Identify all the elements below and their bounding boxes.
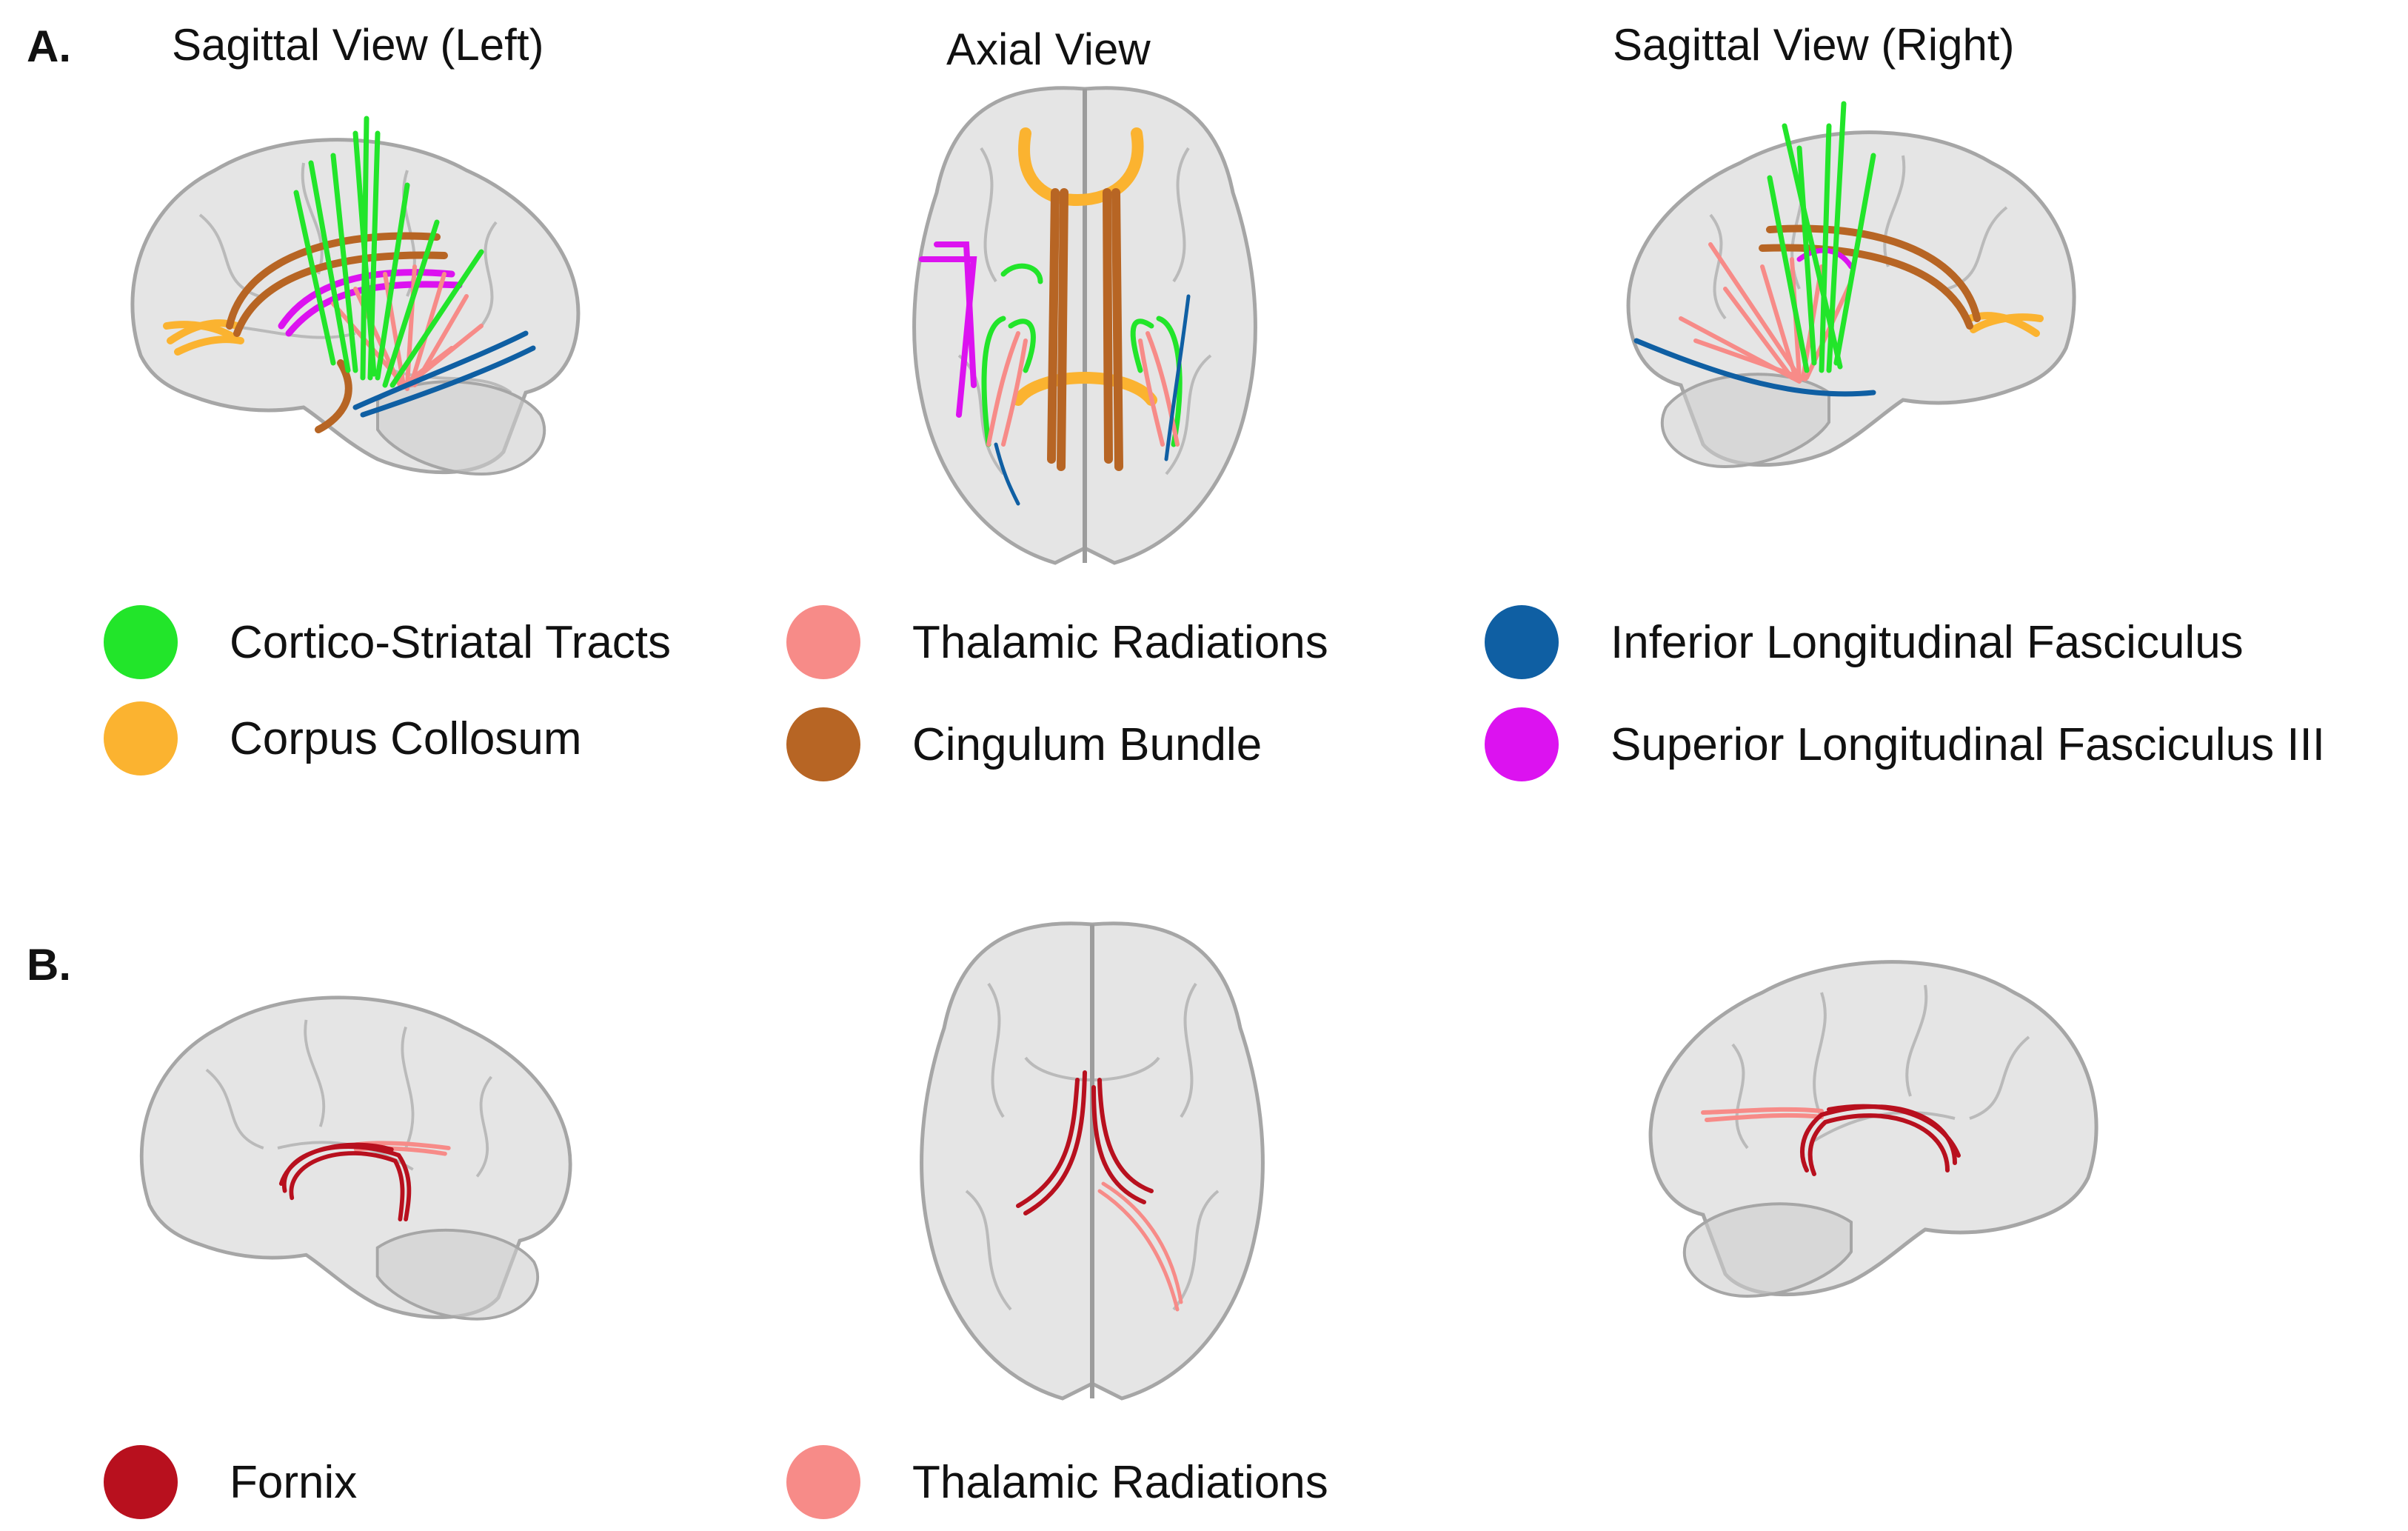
legend-item-corpus-collosum: Corpus Collosum: [104, 698, 582, 779]
legend-label: Thalamic Radiations: [912, 1456, 1328, 1508]
legend-item-slf-iii: Superior Longitudinal Fasciculus III: [1485, 704, 2325, 785]
brain-sagittal-left-b: [139, 995, 572, 1321]
legend-swatch-cingulum-bundle: [786, 707, 860, 781]
brain-sagittal-right-b: [1648, 960, 2098, 1298]
brain-axial-a: [912, 86, 1257, 565]
legend-item-cortico-striatal: Cortico-Striatal Tracts: [104, 601, 671, 683]
legend-label: Superior Longitudinal Fasciculus III: [1611, 718, 2325, 770]
title-axial: Axial View: [946, 24, 1151, 74]
brain-sagittal-right-a: [1626, 101, 2076, 469]
legend-item-cingulum-bundle: Cingulum Bundle: [786, 704, 1262, 785]
title-sagittal-left: Sagittal View (Left): [172, 20, 544, 70]
legend-item-thalamic-radiations: Thalamic Radiations: [786, 601, 1328, 683]
legend-swatch-ilf: [1485, 605, 1559, 679]
panel-label-b: B.: [27, 940, 71, 990]
legend-item-thalamic-radiations-b: Thalamic Radiations: [786, 1441, 1328, 1523]
legend-swatch-thalamic-radiations-b: [786, 1445, 860, 1519]
legend-swatch-cortico-striatal: [104, 605, 178, 679]
legend-label: Cingulum Bundle: [912, 718, 1262, 770]
legend-label: Fornix: [230, 1456, 358, 1508]
legend-swatch-slf-iii: [1485, 707, 1559, 781]
legend-label: Cortico-Striatal Tracts: [230, 616, 672, 668]
panel-label-a: A.: [27, 21, 71, 71]
legend-swatch-thalamic-radiations: [786, 605, 860, 679]
legend-swatch-fornix: [104, 1445, 178, 1519]
legend-label: Corpus Collosum: [230, 713, 582, 764]
brain-axial-b: [920, 921, 1265, 1401]
legend-label: Inferior Longitudinal Fasciculus: [1611, 616, 2244, 668]
legend-swatch-corpus-collosum: [104, 701, 178, 775]
brain-sagittal-left-a: [130, 116, 581, 476]
title-sagittal-right: Sagittal View (Right): [1613, 20, 2015, 70]
legend-item-fornix: Fornix: [104, 1441, 357, 1523]
legend-item-ilf: Inferior Longitudinal Fasciculus: [1485, 601, 2244, 683]
legend-label: Thalamic Radiations: [912, 616, 1328, 668]
